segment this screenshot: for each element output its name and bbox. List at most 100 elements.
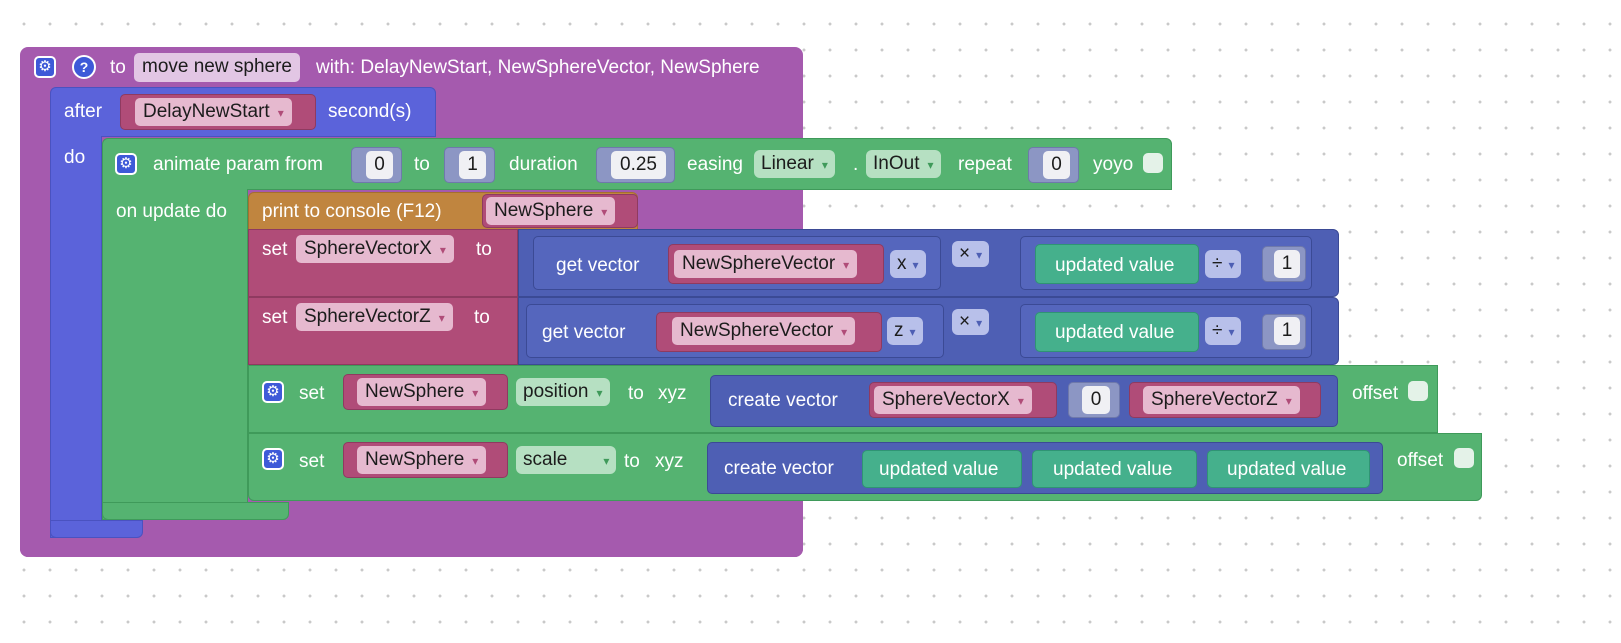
set-z-divisor-field[interactable]: 1 <box>1274 317 1300 345</box>
set-scale-z-updated-value[interactable] <box>1207 450 1370 488</box>
after-delay-var[interactable]: DelayNewStart▾ <box>135 98 292 126</box>
set-position-z-var[interactable]: SphereVectorZ▾ <box>1143 386 1300 414</box>
set-z-updated-value[interactable] <box>1035 312 1199 352</box>
set-scale-to-label: to <box>624 451 640 472</box>
set-scale-create-vector-label: create vector <box>724 458 834 479</box>
set-scale-offset-label: offset <box>1397 450 1444 471</box>
procedure-to-label: to <box>110 57 126 78</box>
set-scale-y-label: updated value <box>1053 459 1173 480</box>
set-scale-y-updated-value[interactable] <box>1032 450 1197 488</box>
set-scale-x-label: updated value <box>879 459 999 480</box>
animate-block-spine <box>102 189 248 520</box>
dropdown-arrow-icon: ▾ <box>1285 394 1292 408</box>
do-label: do <box>64 147 86 168</box>
set-x-get-vector-label: get vector <box>556 255 640 276</box>
set-z-div-op-dropdown[interactable]: ÷▾ <box>1205 317 1242 345</box>
easing-label: easing <box>687 154 743 175</box>
dropdown-arrow-icon: ▾ <box>1017 394 1024 408</box>
dropdown-arrow-icon: ▾ <box>976 316 983 330</box>
after-label: after <box>64 101 103 122</box>
set-scale-z-label: updated value <box>1227 459 1347 480</box>
print-label: print to console (F12) <box>262 201 442 222</box>
procedure-footer <box>20 540 803 557</box>
dropdown-arrow-icon: ▾ <box>472 454 479 468</box>
gear-icon[interactable]: ⚙ <box>262 448 284 470</box>
set-position-y-field[interactable]: 0 <box>1082 386 1110 414</box>
set-x-op-dropdown[interactable]: ×▾ <box>952 241 990 267</box>
dropdown-arrow-icon: ▾ <box>843 258 850 272</box>
easing-dropdown[interactable]: Linear▾ <box>754 150 835 178</box>
set-z-var[interactable]: SphereVectorZ▾ <box>296 303 453 331</box>
set-x-div-op-dropdown[interactable]: ÷▾ <box>1205 250 1242 278</box>
animate-to-label: to <box>414 154 430 175</box>
dropdown-arrow-icon: ▾ <box>1228 258 1235 272</box>
set-position-to-label: to <box>628 383 644 404</box>
set-x-divisor-field[interactable]: 1 <box>1274 250 1300 278</box>
after-block-spine <box>50 136 102 538</box>
set-z-set-label: set <box>262 307 288 328</box>
easing-mode-dropdown[interactable]: InOut▾ <box>866 150 941 178</box>
gear-icon[interactable]: ⚙ <box>262 381 284 403</box>
dropdown-arrow-icon: ▾ <box>472 386 479 400</box>
set-scale-xyz-label: xyz <box>655 451 684 472</box>
animate-block-footer <box>102 502 289 520</box>
set-position-create-vector-label: create vector <box>728 390 838 411</box>
seconds-label: second(s) <box>328 101 412 122</box>
set-scale-x-updated-value[interactable] <box>862 450 1022 488</box>
set-z-axis-dropdown[interactable]: z▾ <box>887 317 923 345</box>
set-x-updated-value-label: updated value <box>1055 255 1175 276</box>
dropdown-arrow-icon: ▾ <box>841 325 848 339</box>
procedure-name: move new sphere <box>142 56 292 77</box>
set-x-updated-value[interactable] <box>1035 244 1199 284</box>
from-value-field[interactable]: 0 <box>366 151 393 179</box>
repeat-label: repeat <box>958 154 1012 175</box>
repeat-value-field[interactable]: 0 <box>1043 151 1070 179</box>
set-position-offset-checkbox[interactable] <box>1408 381 1428 401</box>
set-position-set-label: set <box>299 383 325 404</box>
dropdown-arrow-icon: ▾ <box>912 258 919 272</box>
on-update-label: on update do <box>116 201 227 222</box>
set-scale-set-label: set <box>299 451 325 472</box>
set-position-offset-label: offset <box>1352 383 1399 404</box>
easing-dot: . <box>853 154 859 175</box>
set-z-vector-var[interactable]: NewSphereVector▾ <box>672 317 856 345</box>
duration-label: duration <box>509 154 578 175</box>
duration-value-field[interactable]: 0.25 <box>611 151 666 179</box>
to-value-field[interactable]: 1 <box>459 151 486 179</box>
dropdown-arrow-icon: ▾ <box>976 248 983 262</box>
dropdown-arrow-icon: ▾ <box>277 106 284 120</box>
set-x-axis-dropdown[interactable]: x▾ <box>890 250 926 278</box>
set-position-object-var[interactable]: NewSphere▾ <box>357 378 487 406</box>
dropdown-arrow-icon: ▾ <box>1228 325 1235 339</box>
dropdown-arrow-icon: ▾ <box>596 386 603 400</box>
set-x-set-label: set <box>262 239 288 260</box>
set-x-vector-var[interactable]: NewSphereVector▾ <box>674 250 858 278</box>
gear-icon[interactable]: ⚙ <box>115 153 137 175</box>
set-position-xyz-label: xyz <box>658 383 687 404</box>
dropdown-arrow-icon: ▾ <box>438 311 445 325</box>
procedure-name-field[interactable]: move new sphere <box>134 53 300 82</box>
after-block-footer <box>50 520 143 538</box>
set-z-to-label: to <box>474 307 490 328</box>
help-icon[interactable]: ? <box>72 55 96 79</box>
set-x-var[interactable]: SphereVectorX▾ <box>296 235 454 263</box>
set-scale-property-dropdown[interactable]: scale▾ <box>516 446 616 474</box>
animate-label: animate param from <box>153 154 324 175</box>
set-x-to-label: to <box>476 239 492 260</box>
set-z-op-dropdown[interactable]: ×▾ <box>952 309 990 335</box>
print-var[interactable]: NewSphere▾ <box>486 197 616 225</box>
dropdown-arrow-icon: ▾ <box>909 325 916 339</box>
set-position-x-var[interactable]: SphereVectorX▾ <box>874 386 1032 414</box>
yoyo-checkbox[interactable] <box>1143 153 1163 173</box>
dropdown-arrow-icon: ▾ <box>927 158 934 172</box>
dropdown-arrow-icon: ▾ <box>601 205 608 219</box>
set-scale-offset-checkbox[interactable] <box>1454 448 1474 468</box>
gear-icon[interactable]: ⚙ <box>34 56 56 78</box>
set-z-updated-value-label: updated value <box>1055 322 1175 343</box>
procedure-params-label: with: DelayNewStart, NewSphereVector, Ne… <box>316 57 760 78</box>
set-scale-object-var[interactable]: NewSphere▾ <box>357 446 487 474</box>
dropdown-arrow-icon: ▾ <box>439 243 446 257</box>
dropdown-arrow-icon: ▾ <box>821 158 828 172</box>
set-position-property-dropdown[interactable]: position▾ <box>516 378 610 406</box>
yoyo-label: yoyo <box>1093 154 1134 175</box>
